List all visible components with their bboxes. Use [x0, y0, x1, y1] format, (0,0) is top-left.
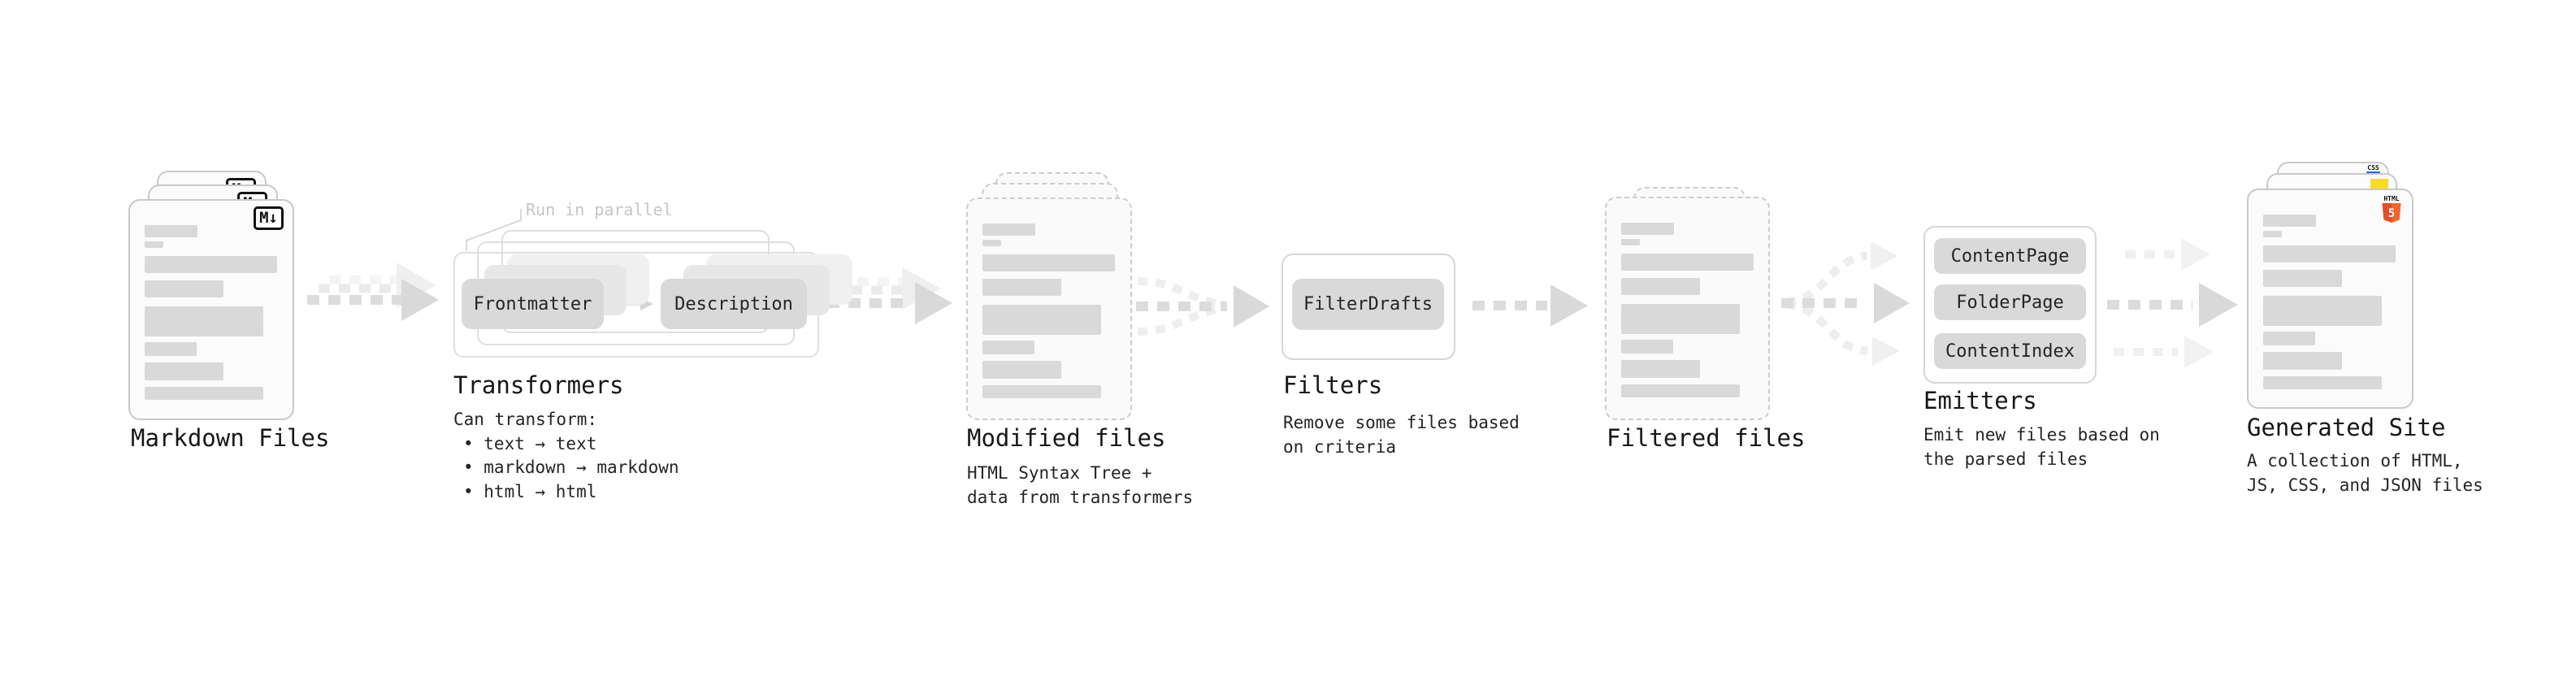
arrow-modified-to-filters — [1136, 277, 1269, 336]
annotation-leader-line — [466, 209, 522, 251]
arrow-filtered-to-emitters — [1781, 241, 1910, 366]
arrow-transformers-to-modified — [827, 267, 952, 324]
arrow-filters-to-filtered — [1472, 284, 1588, 327]
arrow-emitters-to-generated — [2107, 238, 2238, 368]
arrow-frontmatter-to-description — [611, 276, 653, 310]
arrow-markdown-to-transformers — [307, 262, 439, 321]
